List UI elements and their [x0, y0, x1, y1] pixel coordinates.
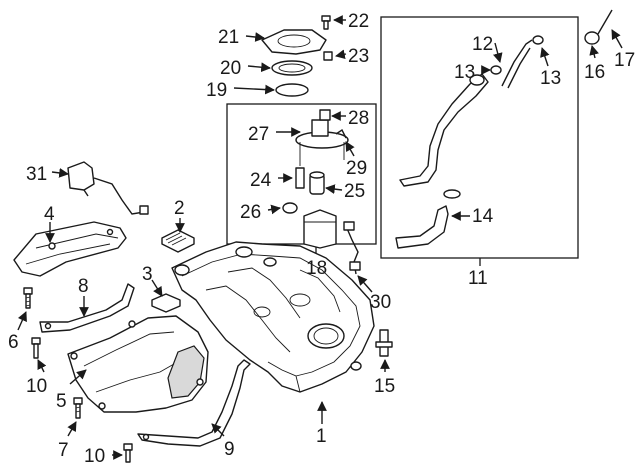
- sensor-30: [343, 221, 361, 275]
- vent-tube-12: [501, 39, 533, 89]
- callout-25: 25: [344, 181, 365, 202]
- callout-3: 3: [142, 264, 153, 285]
- callout-22: 22: [348, 11, 369, 32]
- callout-23: 23: [348, 46, 369, 67]
- bolt-7: [73, 397, 83, 419]
- pad-2: [161, 229, 195, 253]
- callout-2: 2: [174, 198, 185, 219]
- harness-31: [67, 161, 149, 215]
- callout-5: 5: [56, 391, 67, 412]
- callout-31: 31: [26, 164, 47, 185]
- bolt-10-upper: [31, 337, 41, 359]
- callout-13-left: 13: [454, 62, 475, 83]
- cap-26: [282, 202, 298, 214]
- valve-15: [375, 329, 393, 357]
- callout-1: 1: [316, 426, 327, 447]
- bolt-6: [23, 287, 33, 309]
- filter-24: [295, 167, 305, 189]
- callout-17: 17: [614, 50, 635, 71]
- connector-28: [319, 109, 331, 121]
- callout-11: 11: [468, 268, 488, 289]
- pump-assembly-box: [226, 103, 377, 245]
- hose-14: [395, 205, 449, 249]
- pad-3: [151, 293, 181, 313]
- filler-pipe: [399, 73, 489, 187]
- clip-13b: [532, 35, 544, 45]
- seal-19: [275, 83, 309, 97]
- hose-29: [335, 128, 347, 139]
- fuel-tank: [171, 241, 375, 393]
- clip-13a: [490, 65, 502, 75]
- bolt-10-lower: [123, 443, 133, 463]
- callout-10-upper: 10: [26, 376, 47, 397]
- rod-17: [597, 9, 613, 35]
- callout-7: 7: [58, 440, 69, 461]
- tank-strap-8: [39, 283, 135, 333]
- callout-20: 20: [220, 58, 241, 79]
- callout-26: 26: [240, 202, 261, 223]
- clamp-14-ring: [443, 189, 461, 199]
- callout-24: 24: [250, 170, 272, 191]
- pump-flange-27: [295, 119, 349, 166]
- pump-25: [309, 171, 325, 195]
- tank-strap-9: [137, 359, 251, 447]
- cover-21: [261, 29, 327, 55]
- callout-13-right: 13: [540, 68, 561, 89]
- callout-30: 30: [370, 292, 391, 313]
- callout-14: 14: [472, 206, 494, 227]
- callout-10-lower: 10: [84, 446, 105, 467]
- callout-labels: 1 2 3 4 5 6 7 8 9 10 10 11 12 13 13 14 1…: [8, 11, 635, 467]
- ring-20: [271, 60, 313, 76]
- heat-shield: [67, 315, 209, 413]
- callout-16: 16: [584, 62, 605, 83]
- nut-23: [323, 51, 333, 61]
- leader-lines: [17, 15, 623, 460]
- callout-9: 9: [224, 439, 235, 460]
- callout-4: 4: [44, 204, 55, 225]
- callout-18: 18: [306, 258, 327, 279]
- callout-8: 8: [78, 276, 89, 297]
- callout-19: 19: [206, 80, 227, 101]
- cap-16: [584, 31, 600, 45]
- callout-29: 29: [346, 158, 367, 179]
- callout-15: 15: [374, 376, 395, 397]
- bracket-shield: [13, 221, 127, 277]
- callout-12: 12: [472, 34, 493, 55]
- callout-6: 6: [8, 332, 19, 353]
- callout-21: 21: [218, 27, 239, 48]
- callout-27: 27: [248, 124, 269, 145]
- callout-28: 28: [348, 108, 369, 129]
- pump-module: [303, 209, 337, 249]
- bolt-22: [321, 15, 331, 30]
